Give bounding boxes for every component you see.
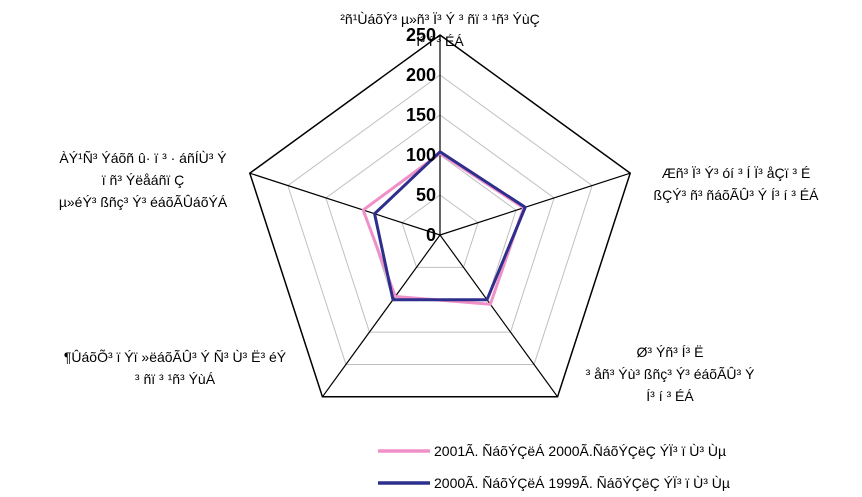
series-line	[373, 150, 527, 302]
axis-label: Æñ³ Ï³ Ý³ óí ³ Í Ï³ åÇï ³ É ßÇÝ³ ñ³ ñáõÃÛ…	[654, 165, 820, 203]
tick-label: 250	[406, 25, 436, 45]
tick-label: 150	[406, 105, 436, 125]
legend: 2001Ã. ÑáõÝÇëÁ 2000Ã.ÑáõÝÇëÇ ÝÏ³ ï Ù³ Ùµ…	[378, 443, 730, 491]
axis-label-line: ÀÝ¹Ñ³ Ýáõñ û· ï ³ · áñÍÙ³ Ý	[59, 150, 227, 166]
axis-spoke	[321, 234, 441, 398]
grid-ring	[287, 74, 593, 365]
radar-series	[361, 150, 527, 306]
tick-label: 50	[416, 185, 436, 205]
axis-label-line: Í³ í ³ ÉÁ	[646, 388, 694, 404]
axis-label-line: ²ñ¹ÙáõÝ³ µ»ñ³ Ï³ Ý ³ ñï ³ ¹ñ³ ÝùÇ	[340, 11, 539, 27]
axis-label-line: µ»éÝ³ ßñç³ Ý³ éáõÃÛáõÝÁ	[59, 194, 228, 210]
radar-spokes	[249, 35, 631, 398]
tick-label: 200	[406, 65, 436, 85]
legend-label: 2000Ã. ÑáõÝÇëÁ 1999Ã. ÑáõÝÇëÇ ÝÏ³ ï Ù³ Ù…	[434, 475, 730, 491]
axis-label-line: ï ñ³ Ýëåáñï Ç	[102, 172, 185, 188]
axis-label-line: ³ ñï ³ ¹ñ³ ÝùÁ	[135, 371, 216, 387]
axis-label: Ø³ Ýñ³ Í³ Ë ³ åñ³ Ýù³ ßñç³ Ý³ éáõÃÛ³ Ý Í³ …	[586, 344, 755, 404]
tick-label: 100	[406, 145, 436, 165]
axis-spoke	[439, 172, 631, 236]
legend-label: 2001Ã. ÑáõÝÇëÁ 2000Ã.ÑáõÝÇëÇ ÝÏ³ ï Ù³ Ùµ	[434, 443, 726, 459]
axis-label: ÀÝ¹Ñ³ Ýáõñ û· ï ³ · áñÍÙ³ Ý ï ñ³ Ýëåáñï Ç…	[59, 150, 228, 210]
radar-grid	[248, 34, 632, 398]
axis-labels: ²ñ¹ÙáõÝ³ µ»ñ³ Ï³ Ý ³ ñï ³ ¹ñ³ ÝùÇ Í³ í ³ …	[59, 11, 819, 404]
axis-label-line: Æñ³ Ï³ Ý³ óí ³ Í Ï³ åÇï ³ É	[662, 165, 811, 181]
axis-label: ¶ÛáõÕ³ ï Ýï »ëáõÃÛ³ Ý Ñ³ Ù³ Ë³ éÝ ³ ñï ³ …	[64, 349, 287, 387]
grid-ring	[325, 114, 555, 333]
axis-label-line: ³ åñ³ Ýù³ ßñç³ Ý³ éáõÃÛ³ Ý	[586, 366, 755, 382]
radial-tick-labels: 0 50 100 150 200 250	[406, 25, 436, 245]
axis-spoke	[249, 172, 441, 236]
grid-ring	[401, 194, 479, 268]
axis-label-line: Í³ í ³ ÉÁ	[416, 33, 464, 49]
axis-label: ²ñ¹ÙáõÝ³ µ»ñ³ Ï³ Ý ³ ñï ³ ¹ñ³ ÝùÇ Í³ í ³ …	[340, 11, 539, 49]
axis-label-line: ßÇÝ³ ñ³ ñáõÃÛ³ Ý Í³ í ³ ÉÁ	[654, 187, 820, 203]
axis-spoke	[439, 234, 559, 398]
tick-label: 0	[426, 225, 436, 245]
axis-label-line: ¶ÛáõÕ³ ï Ýï »ëáõÃÛ³ Ý Ñ³ Ù³ Ë³ éÝ	[64, 349, 287, 365]
grid-ring	[248, 34, 632, 398]
axis-label-line: Ø³ Ýñ³ Í³ Ë	[637, 344, 704, 360]
